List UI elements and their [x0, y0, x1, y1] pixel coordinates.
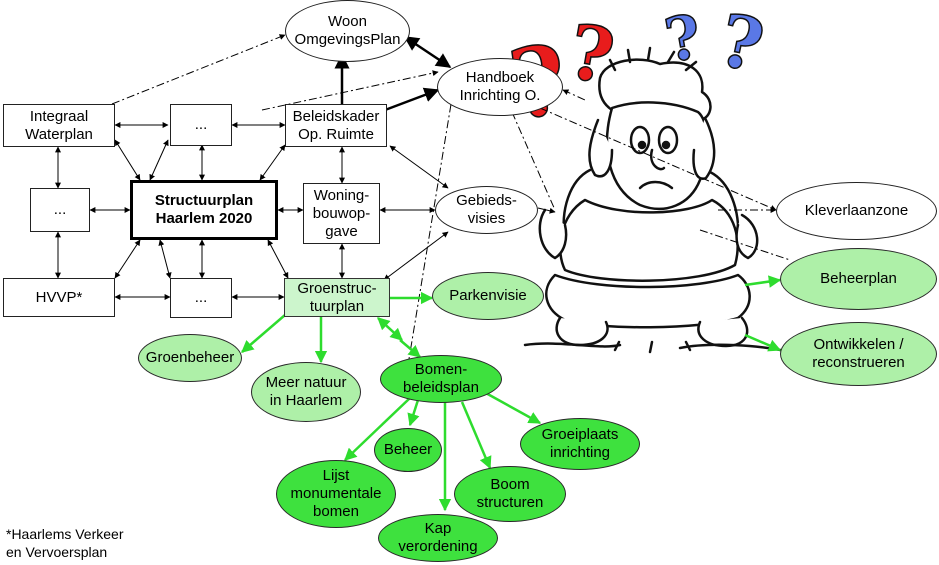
node-ontwikkelen-reconstrueren: Ontwikkelen / reconstrueren — [780, 322, 937, 386]
dashed-connectors — [111, 34, 791, 366]
node-boom-structuren: Boom structuren — [454, 466, 566, 522]
node-parkenvisie: Parkenvisie — [432, 272, 544, 320]
right-eye — [657, 125, 679, 155]
left-eye — [629, 125, 651, 155]
black-connectors — [55, 122, 556, 300]
head-shape — [605, 101, 709, 211]
green-connectors — [241, 275, 782, 512]
node-beheer: Beheer — [374, 428, 442, 472]
question-mark-blue-2: ? — [712, 0, 771, 89]
pants-shape — [545, 273, 751, 329]
node-woningbouwopgave: Woning- bouwop- gave — [303, 183, 380, 244]
footnote: *Haarlems Verkeer en Vervoersplan — [6, 526, 124, 560]
node-dots-bottom: ... — [170, 278, 232, 318]
node-groenstructuurplan: Groenstruc- tuurplan — [284, 278, 390, 317]
node-handboek-inrichting: Handboek Inrichting O. — [437, 58, 563, 116]
node-structuurplan-haarlem-2020: Structuurplan Haarlem 2020 — [130, 180, 278, 240]
node-gebiedsvisies: Gebieds- visies — [435, 186, 538, 234]
node-kleverlaanzone: Kleverlaanzone — [776, 182, 937, 240]
node-bomenbeleidsplan: Bomen- beleidsplan — [380, 355, 502, 403]
node-dots-top: ... — [170, 104, 232, 146]
node-lijst-monumentale-bomen: Lijst monumentale bomen — [276, 460, 396, 528]
node-integraal-waterplan: Integraal Waterplan — [3, 104, 115, 147]
node-beheerplan: Beheerplan — [780, 248, 937, 310]
shirt-shape — [558, 198, 739, 282]
node-woon-omgevingsplan: Woon OmgevingsPlan — [285, 0, 410, 62]
node-meer-natuur-in-haarlem: Meer natuur in Haarlem — [251, 362, 361, 422]
node-kap-verordening: Kap verordening — [378, 514, 498, 562]
bold-connectors — [334, 35, 452, 112]
node-groenbeheer: Groenbeheer — [138, 334, 242, 382]
node-hvvp: HVVP* — [3, 278, 115, 317]
node-groeiplaats-inrichting: Groeiplaats inrichting — [520, 418, 640, 470]
node-beleidskader-op-ruimte: Beleidskader Op. Ruimte — [285, 104, 387, 147]
node-dots-left: ... — [30, 188, 90, 232]
mouth-shape — [638, 180, 674, 190]
confused-person-illustration — [523, 46, 792, 354]
